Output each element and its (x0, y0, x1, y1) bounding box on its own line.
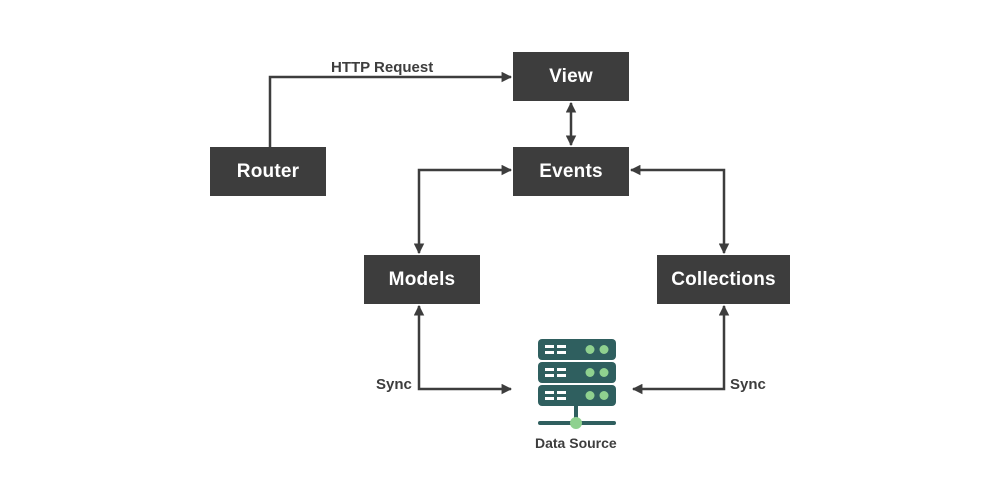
edge-label-models-sync: Sync (376, 376, 412, 393)
node-models-label: Models (388, 268, 456, 290)
node-router[interactable]: Router (210, 147, 326, 196)
node-data-source-label: Data Source (535, 435, 617, 451)
node-collections[interactable]: Collections (657, 255, 790, 304)
node-events-label: Events (539, 160, 603, 182)
node-router-label: Router (236, 160, 300, 182)
node-events[interactable]: Events (513, 147, 629, 196)
edge-router-view (268, 71, 513, 148)
server-icon (538, 339, 616, 429)
node-view-label: View (549, 65, 593, 87)
node-view[interactable]: View (513, 52, 629, 101)
node-collections-label: Collections (671, 268, 776, 290)
edge-events-models (413, 164, 513, 255)
edge-events-collections (629, 164, 730, 255)
edge-collections-datasource (631, 304, 730, 395)
edge-models-datasource (413, 304, 513, 395)
node-models[interactable]: Models (364, 255, 480, 304)
edge-label-http-request: HTTP Request (331, 59, 434, 76)
edge-label-collections-sync: Sync (730, 376, 766, 393)
